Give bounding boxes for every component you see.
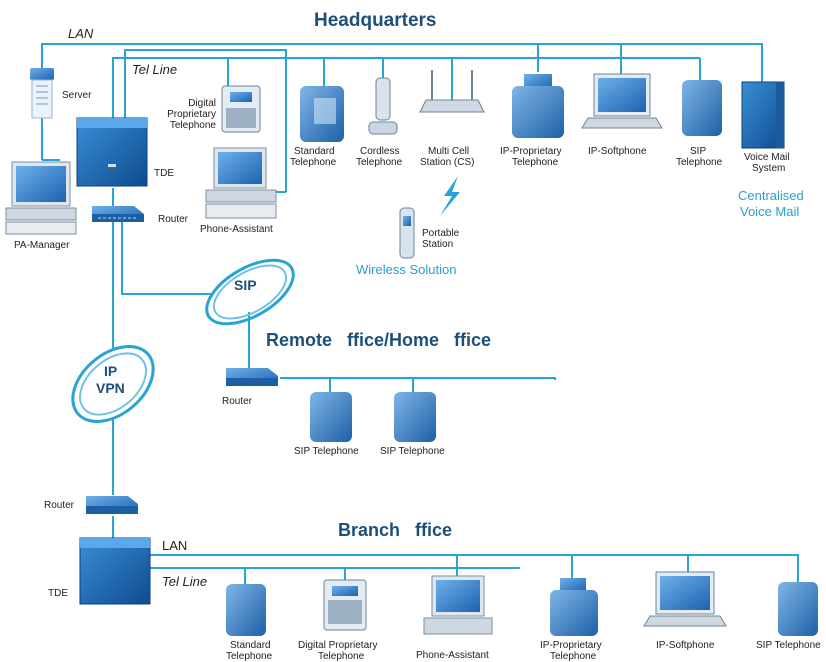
sip-telephone-icon xyxy=(682,80,722,136)
lan-label-top: LAN xyxy=(68,26,94,41)
portable-label-1: Portable xyxy=(422,228,460,239)
phone-assistant-icon xyxy=(205,147,277,219)
branch-sip-telephone-icon xyxy=(778,582,818,636)
branch-router-icon xyxy=(86,496,138,514)
branch-ip-proprietary-telephone-icon xyxy=(550,578,598,636)
branch-ipprop-label-1: IP-Proprietary xyxy=(540,640,602,651)
centralised-label-2: Voice Mail xyxy=(740,204,800,219)
server-icon xyxy=(30,68,54,119)
router-label: Router xyxy=(158,214,189,225)
ip-softphone-icon xyxy=(581,73,663,129)
digital-label-2: Proprietary xyxy=(167,109,216,120)
branch-standard-telephone-icon xyxy=(226,584,266,636)
branch-digital-label-2: Telephone xyxy=(318,651,365,662)
centralised-label-1: Centralised xyxy=(738,188,804,203)
pa-manager-icon xyxy=(5,161,77,235)
router-icon xyxy=(92,206,144,222)
multicell-label-2: Station (CS) xyxy=(420,157,475,168)
cordless-telephone-icon xyxy=(368,77,398,135)
voice-mail-system-icon xyxy=(741,81,785,149)
wireless-solution-label: Wireless Solution xyxy=(356,262,457,277)
tde-label: TDE xyxy=(154,168,174,179)
hq-tel-line xyxy=(112,57,700,120)
tel-line-label-top: Tel Line xyxy=(132,62,178,77)
branch-phone-assistant-label: Phone-Assistant xyxy=(416,650,489,661)
title-branch-office: Branch ffice xyxy=(338,520,453,540)
remote-router-icon xyxy=(226,368,278,386)
branch-standard-label-1: Standard xyxy=(230,640,271,651)
ip-vpn-logo xyxy=(71,345,155,423)
branch-digital-label-1: Digital Proprietary xyxy=(298,640,378,651)
sip-label-1: SIP xyxy=(690,146,707,157)
branch-ipprop-label-2: Telephone xyxy=(550,651,597,662)
cordless-label-1: Cordless xyxy=(360,146,400,157)
branch-digital-telephone-icon xyxy=(323,579,367,631)
branch-standard-label-2: Telephone xyxy=(226,651,273,662)
multicell-label-1: Multi Cell xyxy=(428,146,470,157)
standard-telephone-icon xyxy=(300,86,344,142)
server-label: Server xyxy=(62,90,92,101)
digital-label-3: Telephone xyxy=(169,120,216,131)
vpn-logo-text: VPN xyxy=(96,380,125,396)
lightning-icon xyxy=(440,176,460,216)
ip-logo-text: IP xyxy=(104,363,118,379)
tel-line-label-branch: Tel Line xyxy=(162,574,208,589)
standard-label-2: Telephone xyxy=(290,157,337,168)
title-headquarters: Headquarters xyxy=(314,10,437,31)
remote-sip-label-1: SIP Telephone xyxy=(294,446,359,457)
branch-sip-label: SIP Telephone xyxy=(756,640,821,651)
hq-lan-line xyxy=(41,43,763,82)
softphone-label: IP-Softphone xyxy=(588,146,647,157)
standard-label-1: Standard xyxy=(294,146,335,157)
branch-tde-label: TDE xyxy=(48,588,68,599)
sip-logo xyxy=(205,258,295,326)
lan-label-branch: LAN xyxy=(162,538,188,553)
branch-phone-assistant-icon xyxy=(423,575,493,635)
branch-tde-icon xyxy=(79,537,151,605)
tde-icon xyxy=(76,117,148,187)
remote-sip-telephone-2-icon xyxy=(394,392,436,442)
phone-assistant-label: Phone-Assistant xyxy=(200,224,273,235)
portable-station-icon xyxy=(399,207,415,259)
pa-manager-label: PA-Manager xyxy=(14,240,70,251)
digital-proprietary-telephone-icon xyxy=(221,85,261,133)
remote-sip-telephone-1-icon xyxy=(310,392,352,442)
voicemail-label-2: System xyxy=(752,163,786,174)
remote-router-label: Router xyxy=(222,396,253,407)
branch-router-label: Router xyxy=(44,500,75,511)
ipprop-label-2: Telephone xyxy=(512,157,559,168)
ip-proprietary-telephone-icon xyxy=(512,74,564,138)
branch-softphone-label: IP-Softphone xyxy=(656,640,715,651)
branch-ip-softphone-icon xyxy=(643,571,727,627)
sip-logo-text: SIP xyxy=(234,277,257,293)
sip-label-2: Telephone xyxy=(676,157,723,168)
remote-sip-label-2: SIP Telephone xyxy=(380,446,445,457)
title-remote-office: Remote ffice/Home ffice xyxy=(266,330,492,350)
portable-label-2: Station xyxy=(422,239,454,250)
cordless-label-2: Telephone xyxy=(356,157,403,168)
multi-cell-station-icon xyxy=(419,70,485,113)
ipprop-label-1: IP-Proprietary xyxy=(500,146,562,157)
digital-label-1: Digital xyxy=(188,98,216,109)
voicemail-label-1: Voice Mail xyxy=(744,152,790,163)
